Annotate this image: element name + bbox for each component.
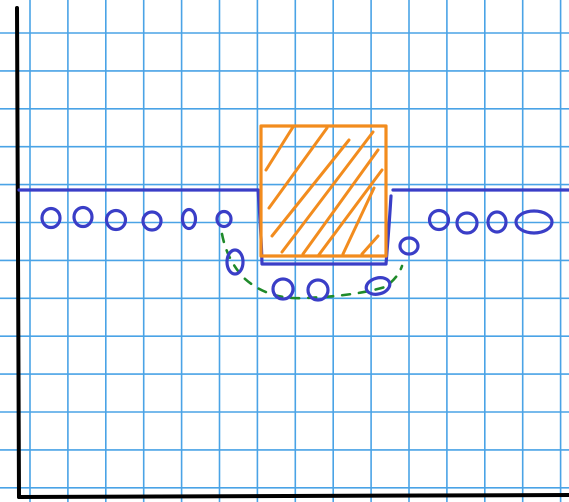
bottom-axis: [19, 495, 569, 497]
left-axis: [17, 8, 19, 497]
